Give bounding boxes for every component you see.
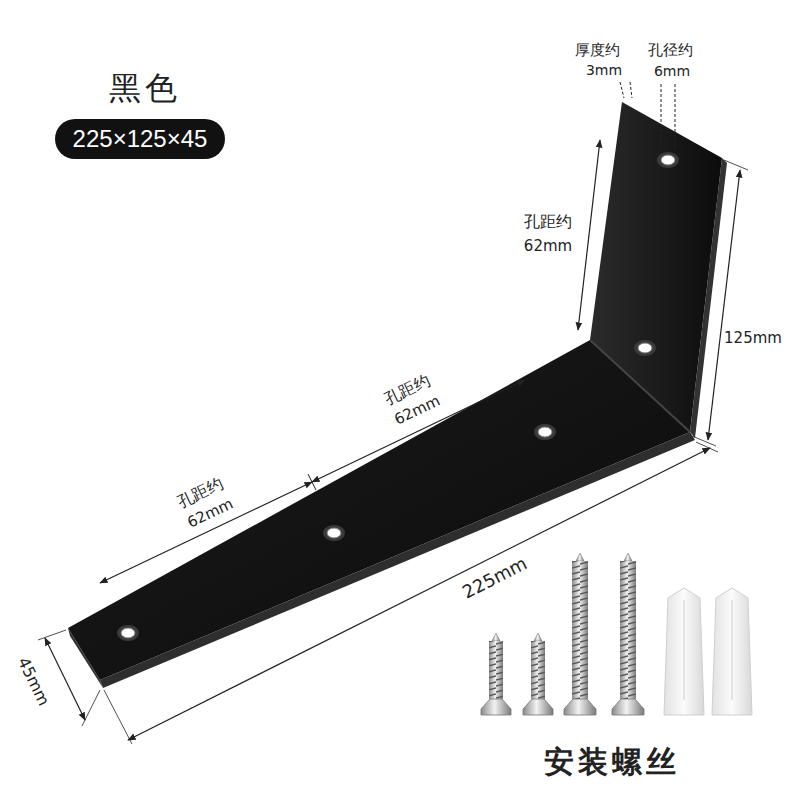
- dimension-value: 45mm: [14, 655, 54, 710]
- size-badge: 225×125×45: [55, 119, 226, 159]
- size-text: 225×125×45: [73, 125, 208, 152]
- caption-text: 安装螺丝: [544, 744, 680, 780]
- dimension-value: 62mm: [524, 237, 572, 255]
- dimension-label: 孔距约: [524, 212, 572, 231]
- dimension-value: 3mm: [586, 62, 622, 79]
- dimension-value: 6mm: [654, 63, 690, 80]
- dimension-value: 225mm: [459, 553, 531, 604]
- dimension-value: 125mm: [724, 329, 782, 347]
- color-title: 黑色: [109, 69, 181, 107]
- dimension-label: 厚度约: [575, 41, 620, 59]
- dimension-label: 孔径约: [648, 41, 693, 59]
